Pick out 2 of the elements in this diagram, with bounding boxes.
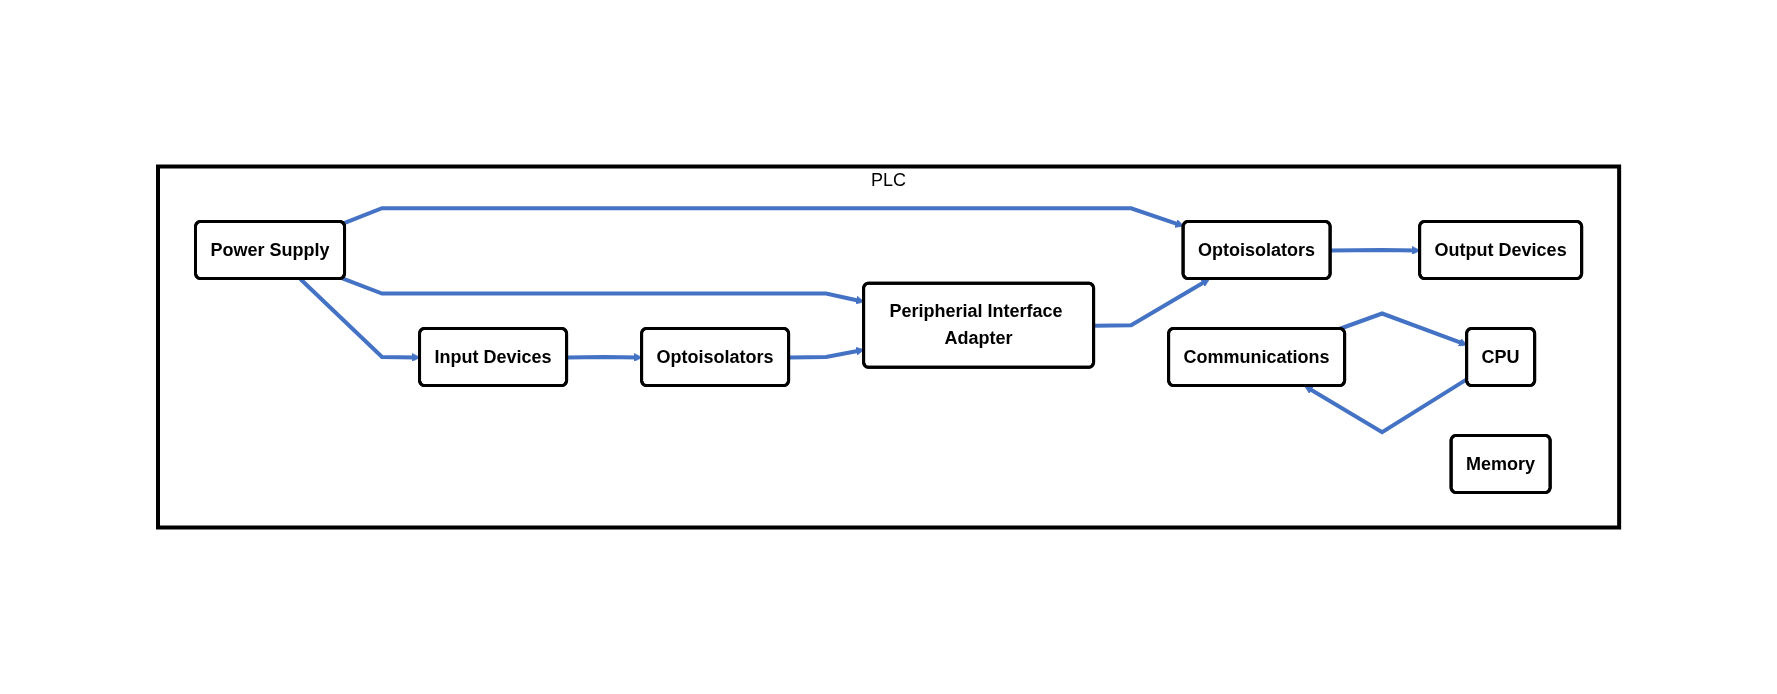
arrow [342,206,1184,228]
arrow [1094,278,1210,328]
